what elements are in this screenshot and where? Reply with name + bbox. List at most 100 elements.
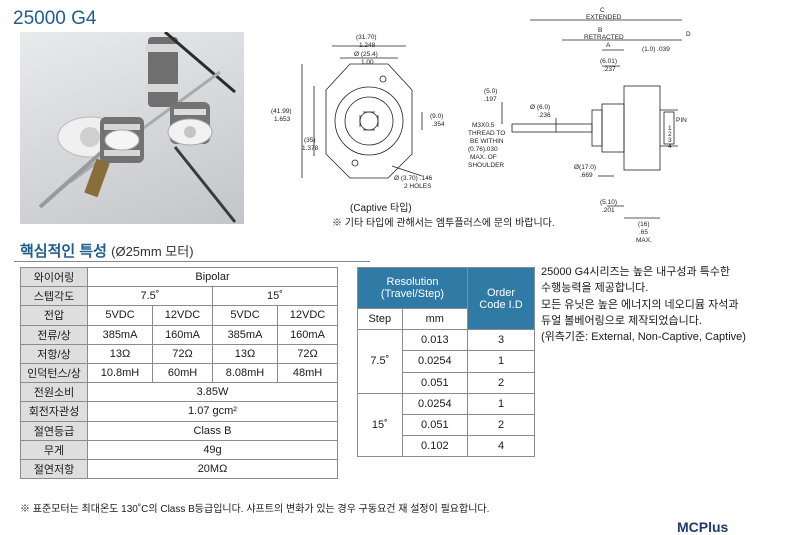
step-value: 7.5˚ [357,329,403,394]
section-subtitle: (Ø25mm 모터) [111,244,194,259]
table-row: Resolution (Travel/Step) Order Code I.D [357,266,535,331]
section-title: 핵심적인 특성 (Ø25mm 모터) [20,240,194,261]
dim-label: 1.248 [359,42,376,49]
dim-label: (6.01) [600,58,617,65]
order-code: 1 [467,350,535,373]
table-row: 15˚ 0.0254 1 [357,392,535,458]
spec-value: 385mA [211,324,279,345]
dim-label: (1.0) .039 [642,46,670,53]
order-code: 4 [467,435,535,458]
product-description: 25000 G4시리즈는 높은 내구성과 특수한 수행능력을 제공합니다. 모든… [541,264,786,345]
mm-value: 0.0254 [401,392,469,415]
table-row: 스텝각도 7.5˚ 15˚ [20,286,339,307]
dim-label: MAX. [636,237,652,244]
dimension-drawing: (31.70) 1.248 Ø (25.4) 1.00 (41.99) 1.65… [262,6,702,248]
dim-label: MAX. OF [470,154,497,161]
order-code: 2 [467,371,535,394]
table-row: Step mm [357,307,535,331]
mm-value: 0.102 [401,435,469,458]
description-line: (위측기준: External, Non-Captive, Captive) [541,331,746,344]
spec-label: 인덕턴스/상 [20,362,88,384]
table-row: 절연등급 Class B [20,420,338,441]
spec-value: 12VDC [152,305,213,326]
order-code: 3 [467,329,535,352]
spec-label: 절연등급 [20,420,88,441]
spec-value: 1.07 gcm² [87,401,338,422]
dim-label: 2 HOLES [404,183,432,190]
order-code: 1 [467,392,535,415]
dim-label: (5.0) [484,88,497,95]
dim-label: RETRACTED [584,34,624,41]
spec-value: 13Ω [211,343,279,364]
spec-value: 385mA [86,324,154,345]
dim-label: Ø (6.0) [530,104,550,111]
dim-label: 1.378 [302,145,319,152]
spec-value: 13Ω [86,343,154,364]
mm-value: 0.013 [401,329,469,352]
spec-value: 160mA [277,324,338,345]
dim-label: (31.70) [356,34,377,41]
spec-value: 20MΩ [87,458,338,480]
order-code-header: Order Code I.D [467,266,535,331]
dim-label: .201 [602,207,615,214]
table-row: 무게 49g [20,439,338,460]
spec-value: 7.5˚ [87,286,213,307]
step-column-header: Step [357,307,403,331]
dim-label: 4 [668,143,672,150]
mm-value: 0.0254 [401,350,469,373]
dim-label: .236 [538,112,551,119]
spec-value: 72Ω [277,343,338,364]
dim-label: 1.00 [361,59,374,66]
mm-value: 0.051 [401,413,469,437]
spec-value: 160mA [152,324,213,345]
dim-label: .354 [432,121,445,128]
dim-label: .65 [639,229,648,236]
table-row: 전압 5VDC 12VDC 5VDC 12VDC [20,305,338,326]
product-photo [20,32,244,224]
dim-label: THREAD TO [468,130,505,137]
spec-value: 10.8mH [86,362,154,384]
mm-column-header: mm [401,307,469,331]
captive-caption: (Captive 타입) [350,203,412,214]
dim-label: SHOULDER [468,162,504,169]
page-title: 25000 G4 [13,8,97,29]
table-row: 0.102 4 [358,435,535,458]
dim-label: 2 [668,131,672,138]
table-row: 절연저항 20MΩ [20,458,338,480]
spec-value: 48mH [277,362,338,384]
resolution-header: Resolution (Travel/Step) [357,267,468,309]
spec-label: 스텝각도 [20,286,88,307]
spec-value: Bipolar [87,266,338,288]
spec-value: 8.08mH [211,362,279,384]
description-line: 수행능력을 제공합니다. [541,282,649,295]
spec-value: 60mH [152,362,213,384]
dim-label: .197 [484,96,497,103]
inquiry-note: ※ 기타 타입에 관해서는 엠투플러스에 문의 바랍니다. [332,218,555,229]
table-row: 7.5˚ 0.013 3 [357,329,535,394]
dim-label: (5.10) [600,199,617,206]
table-row: 저항/상 13Ω 72Ω 13Ω 72Ω [20,343,338,364]
dim-label: .669 [580,172,593,179]
spec-table: 와이어링 Bipolar 스텝각도 7.5˚ 15˚ 전압 5VDC 12VDC… [20,266,339,480]
dim-label: C [600,7,605,14]
spec-label: 전압 [20,305,88,326]
spec-label: 절연저항 [20,458,88,480]
dim-label: (16) [638,221,650,228]
dim-label: 1 [668,125,672,132]
dim-label: A [606,42,611,49]
dim-label: .237 [603,66,616,73]
dim-label: (0.76).030 [468,146,498,153]
table-row: 회전자관성 1.07 gcm² [20,401,338,422]
spec-value: 49g [87,439,338,460]
dim-label: Ø (3.70) .146 [394,175,433,182]
dim-label: EXTENDED [586,14,622,21]
spec-label: 무게 [20,439,88,460]
spec-value: 3.85W [87,382,338,403]
table-row: 전원소비 3.85W [20,382,338,403]
dim-label: Ø (25.4) [354,51,378,58]
section-divider [14,261,370,262]
spec-value: 5VDC [211,305,279,326]
step-value: 15˚ [357,392,403,458]
spec-label: 전원소비 [20,382,88,403]
dim-label: BE WITHIN [470,138,504,145]
